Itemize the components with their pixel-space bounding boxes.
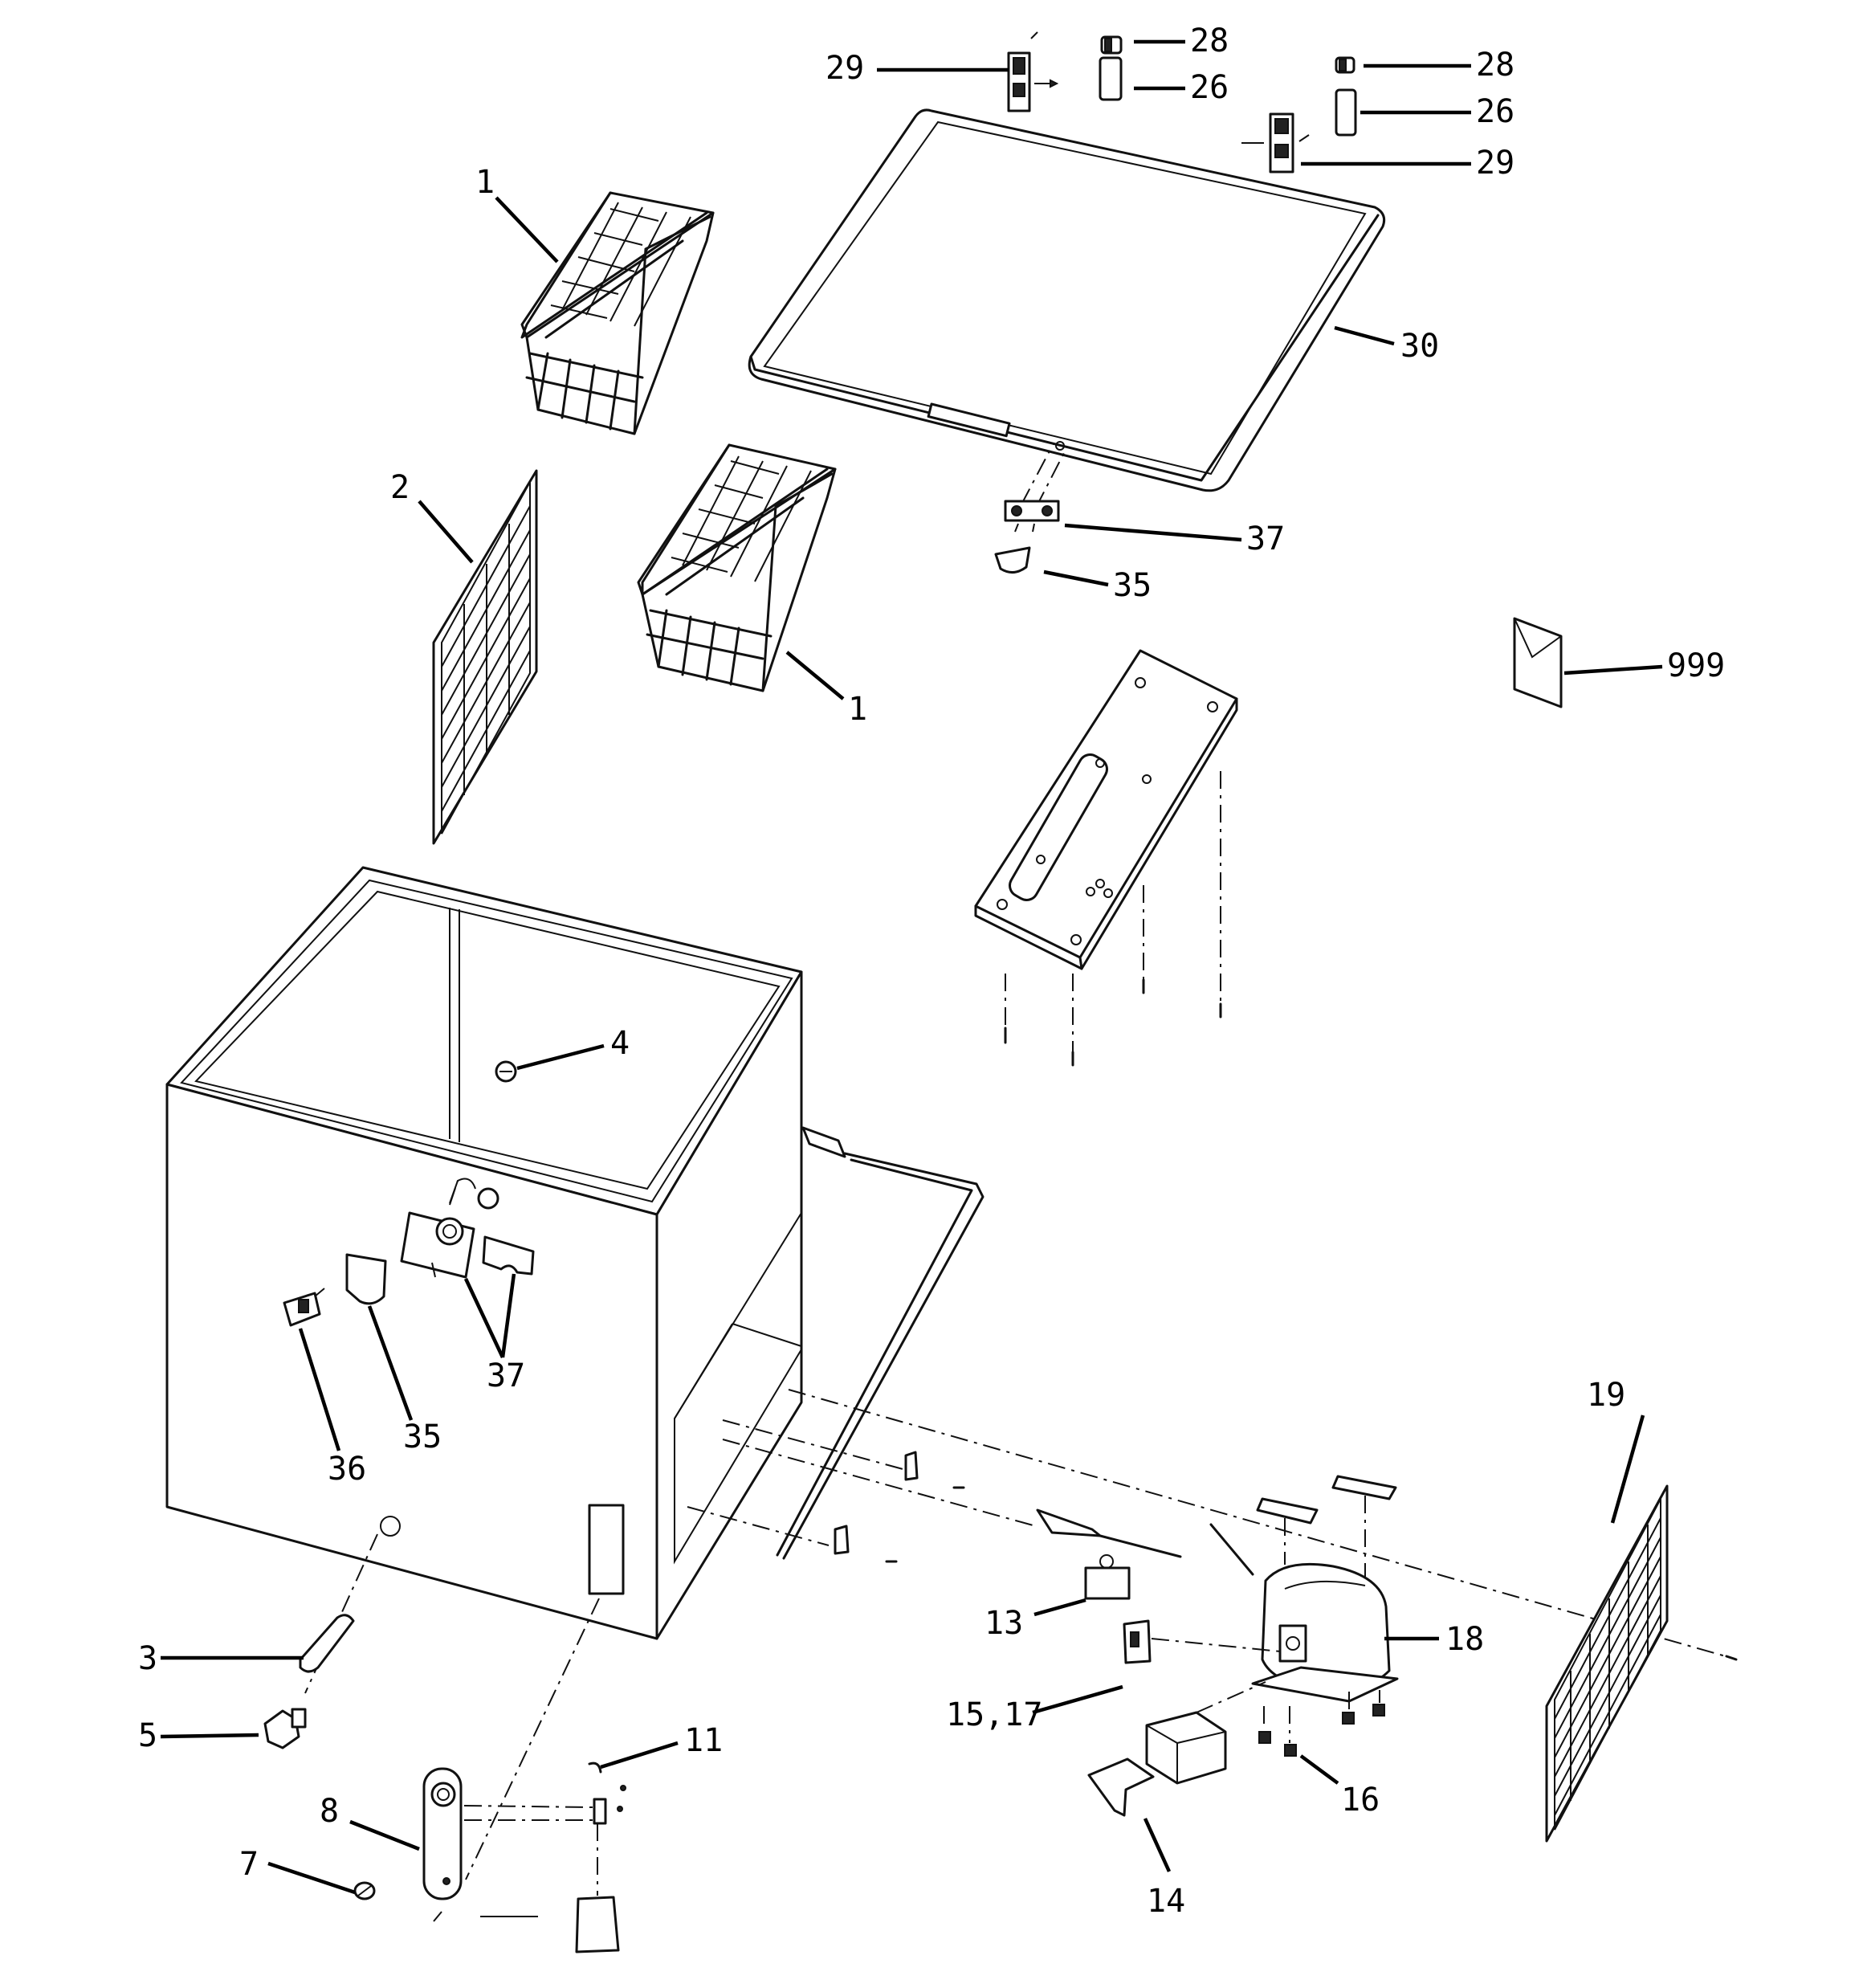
callout-16: 16 bbox=[1341, 1782, 1380, 1819]
callout-14: 14 bbox=[1147, 1883, 1185, 1920]
overload-clip bbox=[1087, 1757, 1155, 1817]
drain-tube bbox=[299, 1614, 355, 1673]
start-capacitor bbox=[1084, 1554, 1131, 1600]
side-panel-grid bbox=[432, 469, 538, 845]
callout-28: 28 bbox=[1190, 22, 1229, 59]
drain-cap bbox=[263, 1708, 307, 1749]
compressor-brackets bbox=[1256, 1475, 1397, 1584]
callout-13: 13 bbox=[984, 1605, 1023, 1642]
thermostat-cover bbox=[345, 1253, 387, 1305]
callout-26: 26 bbox=[1476, 93, 1514, 130]
compressor-relay bbox=[1123, 1619, 1281, 1664]
hinge-cap-left bbox=[1099, 35, 1123, 101]
callouts: 29 28 26 28 26 29 1 30 2 37 35 999 1 4 3… bbox=[138, 22, 1725, 1920]
callout-18: 18 bbox=[1445, 1621, 1484, 1658]
control-knob bbox=[353, 1881, 376, 1900]
freezer-cabinet bbox=[165, 866, 803, 1640]
freezer-lid bbox=[748, 108, 1386, 492]
lid-hinge-left bbox=[1007, 31, 1059, 112]
wire-basket-lower bbox=[637, 443, 837, 692]
callout-11: 11 bbox=[684, 1722, 723, 1759]
cabinet-drain-plug bbox=[495, 1060, 517, 1083]
callout-37: 37 bbox=[1246, 520, 1285, 557]
callout-2: 2 bbox=[390, 469, 410, 506]
literature-envelope bbox=[1513, 617, 1563, 708]
mounting-plate bbox=[974, 649, 1238, 970]
temperature-control bbox=[283, 1288, 325, 1327]
overload-protector bbox=[1145, 1681, 1266, 1785]
callout-35: 35 bbox=[403, 1419, 442, 1455]
callout-3: 3 bbox=[138, 1640, 157, 1677]
callout-29: 29 bbox=[1476, 145, 1514, 182]
callout-35: 35 bbox=[1113, 567, 1152, 604]
leader-lines bbox=[160, 39, 1663, 1895]
thermostat-bracket bbox=[400, 1178, 499, 1279]
callout-30: 30 bbox=[1400, 328, 1439, 365]
callout-15-17: 15,17 bbox=[946, 1696, 1042, 1733]
power-cord bbox=[776, 1126, 984, 1560]
callout-999: 999 bbox=[1667, 647, 1725, 684]
callout-5: 5 bbox=[138, 1717, 157, 1754]
lamp-cover bbox=[480, 1896, 620, 1953]
wire-basket-upper bbox=[520, 191, 715, 435]
hinge-cap-right bbox=[1335, 56, 1357, 137]
callout-1: 1 bbox=[848, 691, 867, 728]
callout-8: 8 bbox=[320, 1793, 339, 1830]
compressor bbox=[1251, 1562, 1399, 1703]
control-housing bbox=[422, 1767, 463, 1922]
lid-hinge-right bbox=[1241, 112, 1310, 173]
callout-4: 4 bbox=[610, 1025, 630, 1062]
lid-lock-cover bbox=[994, 546, 1031, 574]
callout-28: 28 bbox=[1476, 47, 1514, 84]
callout-1: 1 bbox=[475, 164, 495, 201]
callout-19: 19 bbox=[1587, 1377, 1625, 1414]
light-switch bbox=[463, 1761, 626, 1896]
refrigerant-tubes bbox=[1036, 1508, 1254, 1576]
callout-36: 36 bbox=[328, 1451, 366, 1488]
compressor-grommets bbox=[1258, 1690, 1385, 1757]
mounting-screws bbox=[1004, 771, 1222, 1067]
callout-37: 37 bbox=[487, 1357, 525, 1394]
lid-lock-bracket bbox=[1004, 443, 1066, 533]
callout-29: 29 bbox=[826, 50, 864, 87]
thermostat-clip bbox=[482, 1235, 535, 1276]
callout-7: 7 bbox=[239, 1846, 259, 1883]
rear-condenser-grid bbox=[1545, 1484, 1738, 1843]
callout-26: 26 bbox=[1190, 69, 1229, 106]
small-clips bbox=[834, 1451, 965, 1563]
